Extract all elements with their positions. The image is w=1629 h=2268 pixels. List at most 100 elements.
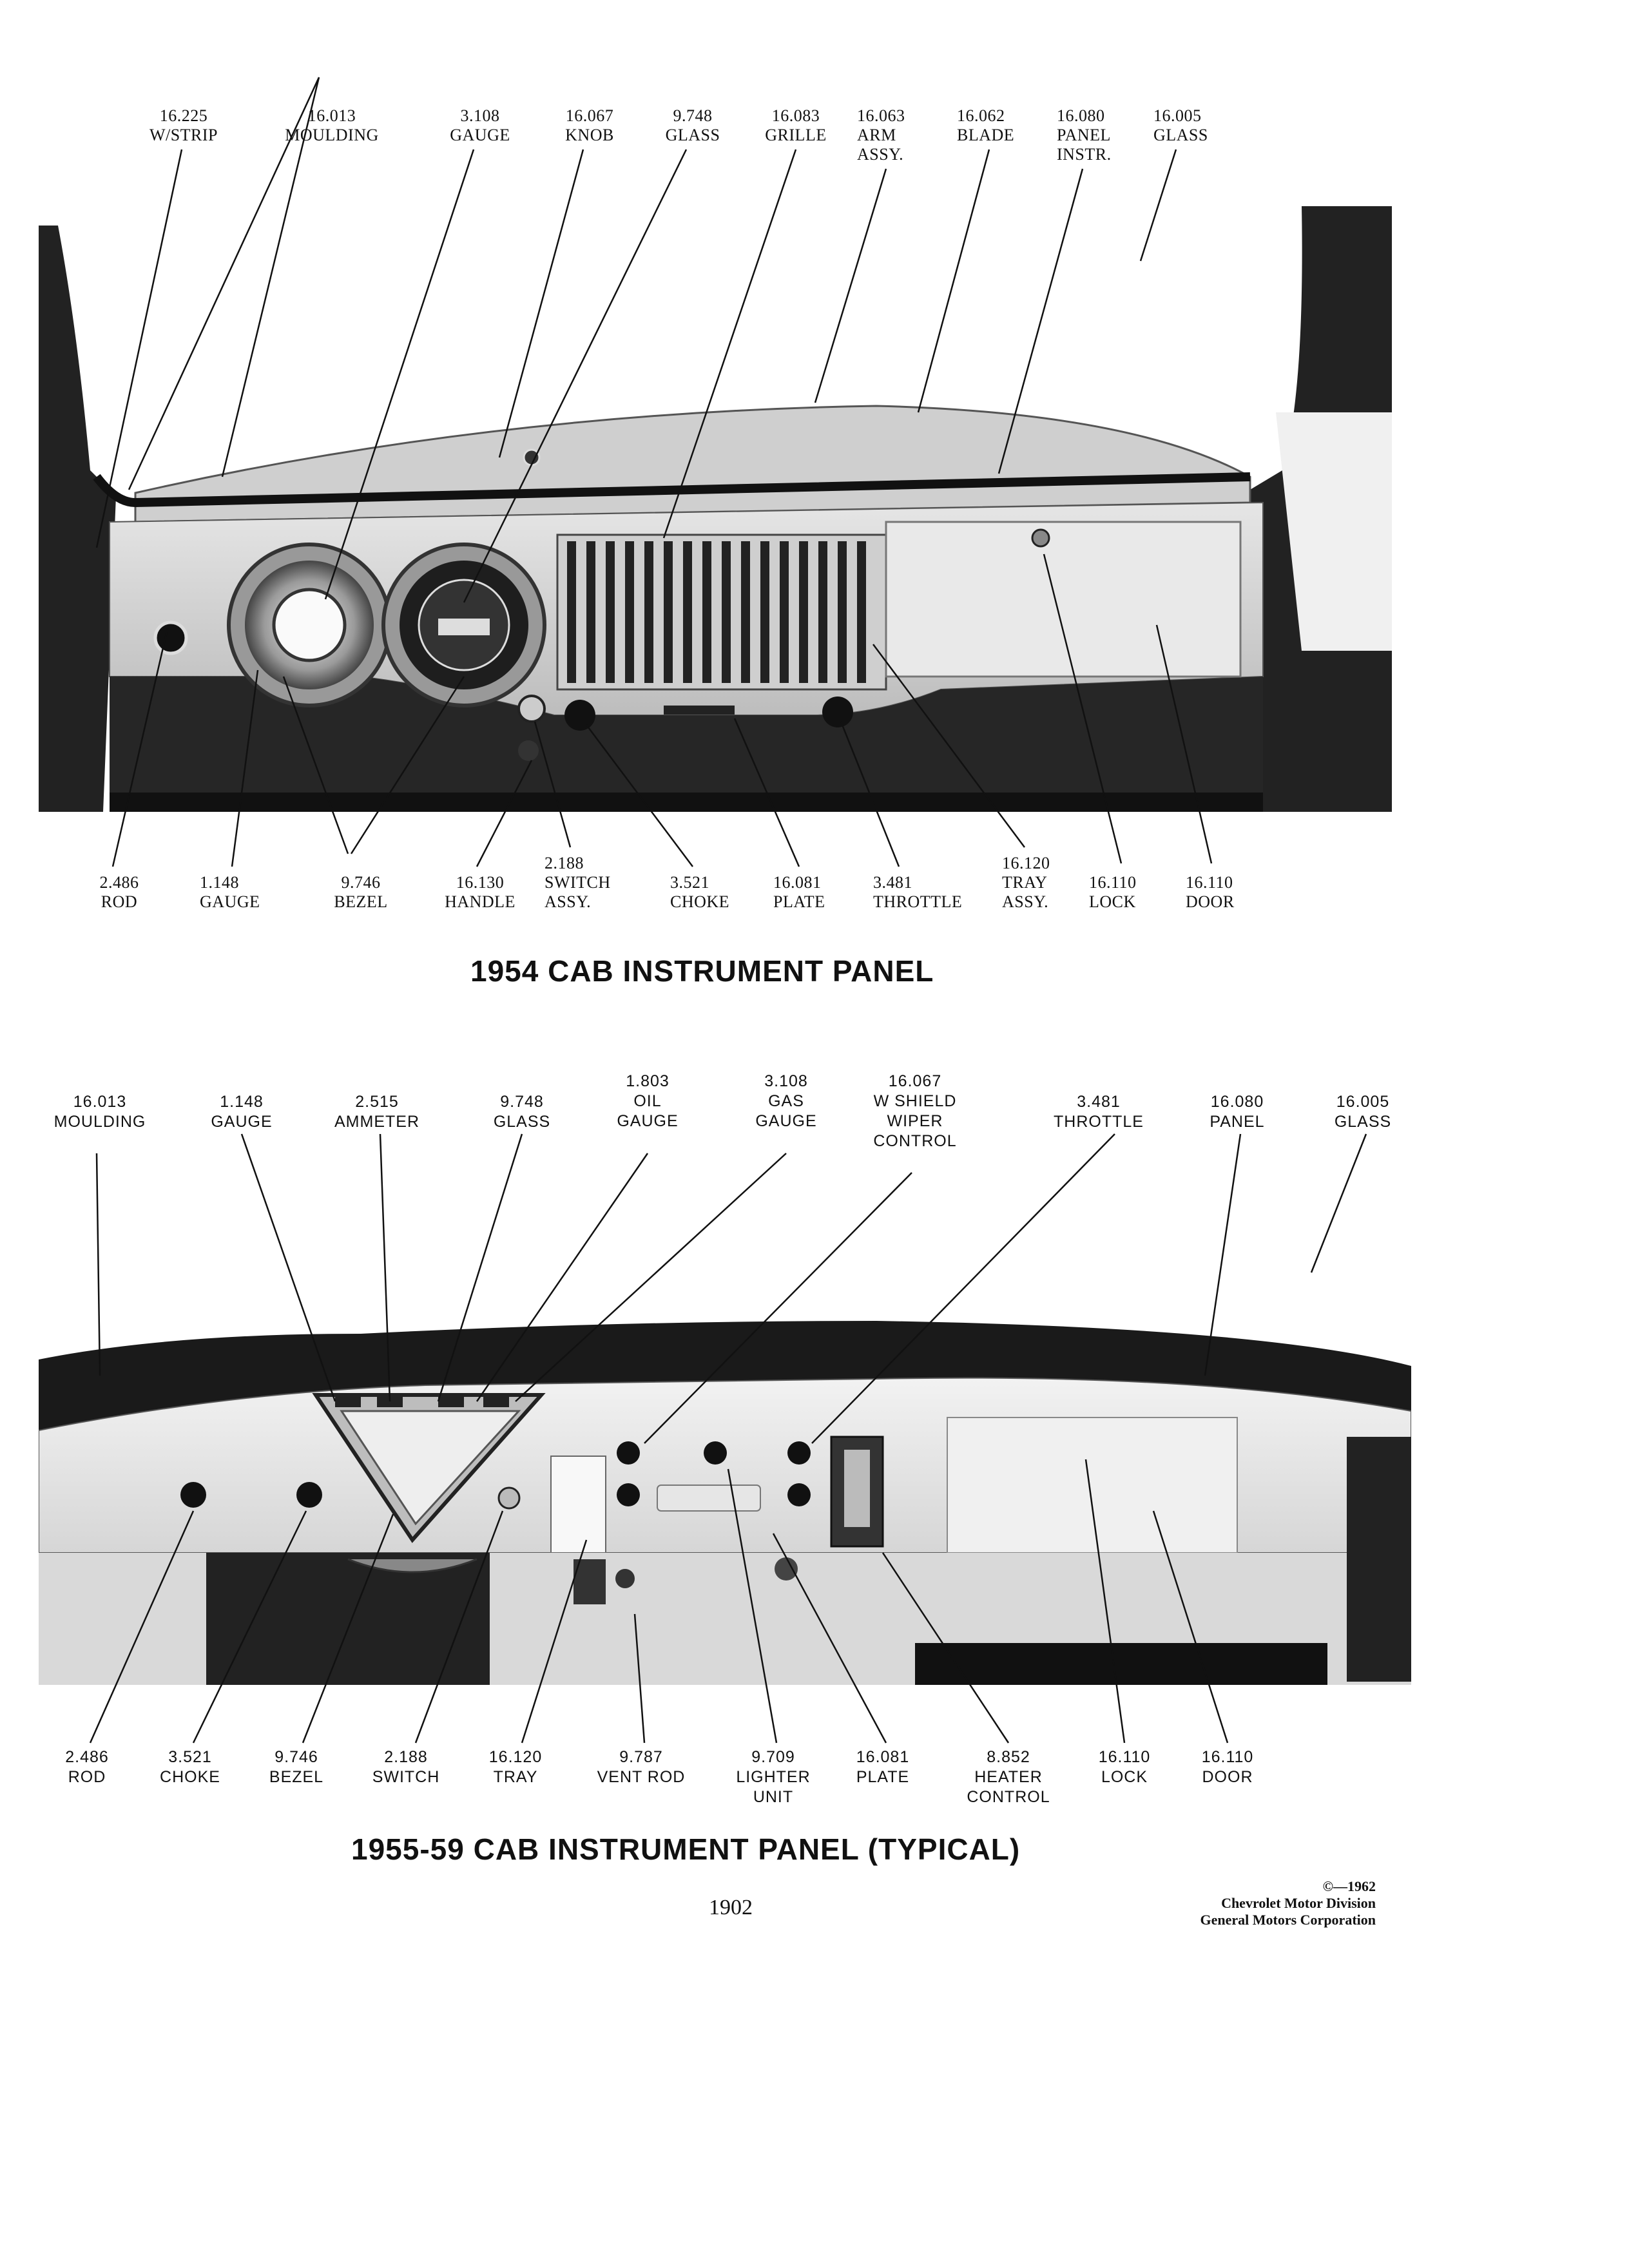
callout-code: 16.063	[857, 106, 905, 125]
callout-name: KNOB	[565, 126, 614, 144]
callout-1954-grille: 16.083 GRILLE	[754, 106, 838, 145]
callout-name-2: UNIT	[753, 1788, 794, 1806]
callout-code: 3.108	[460, 106, 500, 125]
callout-name: DOOR	[1202, 1768, 1253, 1786]
photo-1955-59-instrument-panel	[39, 1282, 1411, 1685]
callout-1954-plate: 16.081 PLATE	[773, 873, 857, 912]
callout-name: GLASS	[1334, 1113, 1392, 1131]
callout-name: LOCK	[1089, 892, 1136, 911]
callout-1955-moulding: 16.013 MOULDING	[39, 1092, 161, 1132]
callout-code: 1.803	[626, 1072, 670, 1090]
callout-1954-switch-assy: 2.188 SWITCH ASSY.	[545, 854, 628, 912]
callout-1954-choke: 3.521 CHOKE	[670, 873, 754, 912]
callout-code: 16.080	[1057, 106, 1105, 125]
callout-code: 16.081	[773, 873, 822, 892]
callout-code: 2.486	[65, 1748, 109, 1766]
callout-code: 2.515	[355, 1093, 399, 1111]
callout-name: GRILLE	[765, 126, 827, 144]
callout-code: 16.080	[1210, 1093, 1264, 1111]
callout-1955-vent-rod: 9.787 VENT ROD	[580, 1747, 702, 1787]
callout-code: 3.481	[1077, 1093, 1121, 1111]
callout-code: 16.081	[856, 1748, 910, 1766]
callout-name-2: ASSY.	[857, 145, 904, 164]
callout-1955-door: 16.110 DOOR	[1186, 1747, 1269, 1787]
callout-code: 9.709	[751, 1748, 795, 1766]
callout-name: DOOR	[1186, 892, 1235, 911]
callout-1955-choke: 3.521 CHOKE	[145, 1747, 235, 1787]
callout-name-2: INSTR.	[1057, 145, 1112, 164]
callout-code: 16.005	[1153, 106, 1202, 125]
callout-code: 9.746	[341, 873, 381, 892]
callout-1954-handle: 16.130 HANDLE	[438, 873, 522, 912]
callout-1954-glass-windshield: 16.005 GLASS	[1153, 106, 1237, 145]
photo-1954-instrument-panel	[39, 200, 1392, 812]
callout-code: 3.481	[873, 873, 912, 892]
callout-code: 1.148	[220, 1093, 264, 1111]
callout-name-2: GAUGE	[755, 1112, 817, 1130]
callout-name: TRAY	[1002, 873, 1048, 892]
callout-name-2: WIPER	[887, 1112, 943, 1130]
callout-code: 9.746	[275, 1748, 318, 1766]
callout-1954-door: 16.110 DOOR	[1186, 873, 1257, 912]
callout-name: CHOKE	[670, 892, 730, 911]
callout-code: 16.005	[1336, 1093, 1390, 1111]
callout-name: GAS	[768, 1092, 804, 1110]
callout-1954-rod: 2.486 ROD	[84, 873, 155, 912]
callout-name: HANDLE	[445, 892, 516, 911]
callout-name: GAUGE	[200, 892, 260, 911]
callout-code: 16.067	[565, 106, 614, 125]
callout-1954-w-strip: 16.225 W/STRIP	[135, 106, 232, 145]
callout-name: VENT ROD	[597, 1768, 686, 1786]
copyright-block: ©—1962 Chevrolet Motor Division General …	[1031, 1878, 1376, 1928]
callout-name: GLASS	[1153, 126, 1208, 144]
callout-name: THROTTLE	[873, 892, 963, 911]
callout-1954-knob: 16.067 KNOB	[551, 106, 628, 145]
callout-1954-blade: 16.062 BLADE	[957, 106, 1041, 145]
callout-name: TRAY	[493, 1768, 538, 1786]
callout-name: GAUGE	[450, 126, 510, 144]
callout-1954-tray-assy: 16.120 TRAY ASSY.	[1002, 854, 1073, 912]
callout-code: 3.108	[764, 1072, 808, 1090]
callout-code: 8.852	[987, 1748, 1030, 1766]
title-1954-cab-instrument-panel: 1954 CAB INSTRUMENT PANEL	[470, 954, 934, 988]
callout-code: 16.110	[1089, 873, 1137, 892]
panel-1954-illustration	[39, 206, 1392, 812]
callout-1954-gauge-top: 3.108 GAUGE	[438, 106, 522, 145]
callout-code: 16.067	[888, 1072, 942, 1090]
callout-name: ROD	[68, 1768, 106, 1786]
callout-name: MOULDING	[285, 126, 379, 144]
callout-code: 9.787	[619, 1748, 663, 1766]
callout-name: W/STRIP	[149, 126, 218, 144]
callout-1954-panel-instr: 16.080 PANEL INSTR.	[1057, 106, 1141, 164]
callout-name: SWITCH	[545, 873, 611, 892]
callout-code: 16.130	[456, 873, 505, 892]
callout-name: BEZEL	[334, 892, 388, 911]
corporation-name: General Motors Corporation	[1200, 1912, 1376, 1928]
callout-1955-ammeter: 2.515 AMMETER	[319, 1092, 435, 1132]
callout-1954-throttle: 3.481 THROTTLE	[873, 873, 976, 912]
callout-name-3: CONTROL	[873, 1132, 957, 1150]
callout-1955-rod: 2.486 ROD	[48, 1747, 126, 1787]
callout-1955-tray: 16.120 TRAY	[470, 1747, 561, 1787]
callout-name: SWITCH	[372, 1768, 440, 1786]
callout-name: BLADE	[957, 126, 1015, 144]
callout-code: 16.110	[1098, 1748, 1151, 1766]
callout-name: PANEL	[1210, 1113, 1265, 1131]
callout-name: OIL	[633, 1092, 662, 1110]
callout-name: W SHIELD	[873, 1092, 957, 1110]
callout-name-2: ASSY.	[545, 892, 592, 911]
callout-name: ROD	[101, 892, 138, 911]
callout-name-2: CONTROL	[967, 1788, 1050, 1806]
callout-1955-lighter-unit: 9.709 LIGHTER UNIT	[722, 1747, 825, 1807]
callout-code: 16.062	[957, 106, 1005, 125]
division-name: Chevrolet Motor Division	[1221, 1895, 1376, 1911]
callout-name: GLASS	[665, 126, 720, 144]
callout-1955-gas-gauge: 3.108 GAS GAUGE	[741, 1072, 831, 1131]
callout-name: THROTTLE	[1054, 1113, 1144, 1131]
callout-code: 16.013	[73, 1093, 127, 1111]
callout-1954-arm-assy: 16.063 ARM ASSY.	[857, 106, 941, 164]
callout-code: 3.521	[670, 873, 709, 892]
callout-1955-oil-gauge: 1.803 OIL GAUGE	[602, 1072, 693, 1131]
